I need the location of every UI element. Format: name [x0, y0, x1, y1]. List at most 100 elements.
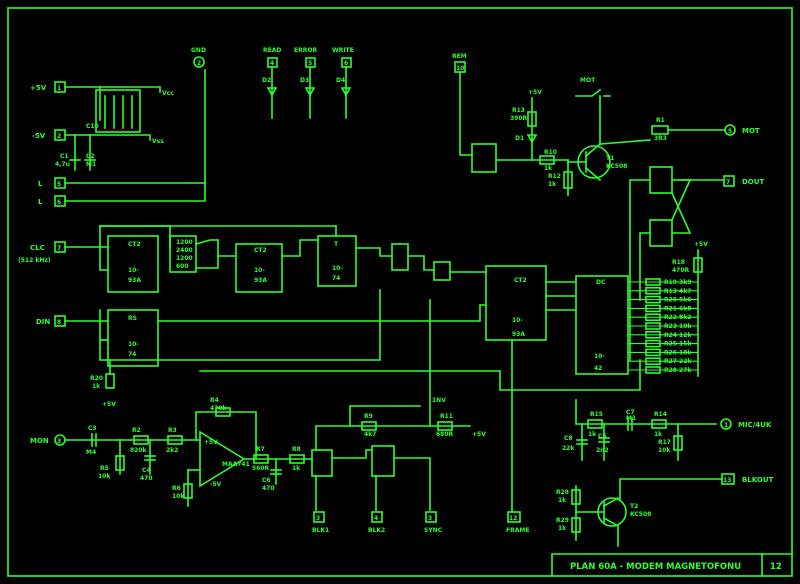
title-text: PLAN 60A - MODEM MAGNETOFONU — [570, 562, 741, 572]
ladder-resistor — [645, 313, 661, 322]
frame-border — [7, 7, 793, 577]
chip-rs-sub: 74 — [128, 351, 136, 358]
connector-mic — [720, 418, 732, 430]
ladder-resistor — [645, 348, 661, 357]
r14-label: R14 — [654, 411, 667, 418]
connector-m5v-label: -5V — [32, 132, 46, 140]
freq-600-label: 600 — [176, 263, 189, 270]
c1-value: 4,7u — [55, 161, 70, 168]
ladder-label: R28 27k — [664, 367, 692, 374]
connector-l1-label: L — [38, 180, 43, 188]
chip-ct2a-part: 10- — [128, 267, 139, 274]
r12-value: 1k — [548, 181, 557, 188]
p5v-din-label: +5V — [102, 401, 116, 408]
ladder-label: R21 6k8 — [664, 305, 691, 312]
chip-ct2a — [107, 235, 159, 293]
r3-label: R3 — [168, 427, 177, 434]
c2-value: M1 — [86, 161, 96, 168]
t1-label: T1 — [606, 155, 614, 162]
connector-blk2-num: 4 — [374, 515, 378, 522]
connector-gnd-num: 2 — [197, 60, 201, 67]
ladder-label: R25 15k — [664, 341, 692, 348]
connector-mon-num: 3 — [57, 438, 61, 445]
sheet-number: 12 — [770, 562, 782, 572]
connector-write-label: WRITE — [332, 47, 354, 54]
r9-value: 4k7 — [364, 431, 376, 438]
r7-value: 560R — [252, 465, 270, 472]
r3-value: 2k2 — [166, 447, 178, 454]
connector-blk2-label: BLK2 — [368, 527, 385, 534]
chip-rs-name: RS — [128, 315, 137, 322]
t2-value: KC508 — [630, 511, 651, 518]
din-section: 8 DIN RS 10- 74 R20 1k +5V — [36, 289, 641, 408]
r17-label: R17 — [658, 439, 671, 446]
connector-gnd-label: GND — [191, 47, 206, 54]
c1-label: C1 — [60, 153, 69, 160]
chip-ct2a-name: CT2 — [128, 241, 141, 248]
cap-bank-c10 — [95, 89, 141, 133]
ladder-label: R20 5k6 — [664, 297, 691, 304]
r1-label: R1 — [656, 117, 665, 124]
chip-ct2c-name: CT2 — [514, 277, 527, 284]
r10-value: 1k — [544, 165, 553, 172]
connector-mon-label: MON — [30, 437, 49, 445]
c4-value: 470 — [140, 475, 153, 482]
r13-label: R13 — [512, 107, 525, 114]
connector-write-num: 6 — [344, 60, 348, 67]
connector-mic-label: MIC/4UK — [738, 421, 772, 429]
title-block: PLAN 60A - MODEM MAGNETOFONU 12 — [551, 553, 793, 577]
chip-dc-name: DC — [596, 279, 606, 286]
connector-p5v-num: 1 — [57, 85, 61, 92]
d3-label: D3 — [300, 77, 309, 84]
r28-value: 1k — [558, 497, 567, 504]
connector-frame-num: 12 — [509, 515, 517, 522]
connector-rem-num: 10 — [456, 65, 464, 72]
chip-t-part: 10- — [332, 265, 343, 272]
chip-ct2b-sub: 93A — [254, 277, 267, 284]
chip-rs-part: 10- — [128, 341, 139, 348]
m5v-opamp-label: -5V — [210, 481, 222, 488]
r8-label: R8 — [292, 446, 301, 453]
r28-label: R28 — [556, 489, 569, 496]
r18-label: R18 — [672, 259, 685, 266]
c3-value: M4 — [86, 449, 96, 456]
r8-value: 1k — [292, 465, 301, 472]
ladder-label: R22 8k2 — [664, 314, 691, 321]
ladder-resistor — [645, 278, 661, 286]
ladder-label: R19 3k9 — [664, 279, 691, 286]
c3-label: C3 — [88, 425, 97, 432]
connector-clc-num: 7 — [57, 245, 61, 252]
c5-label: C5 — [598, 433, 607, 440]
chip-ct2c-part: 10- — [512, 317, 523, 324]
c10-label: C10 — [86, 123, 99, 130]
gate-blk2 — [371, 445, 395, 477]
r11-label: R11 — [440, 413, 453, 420]
r2-value: 820k — [130, 447, 148, 454]
r6-value: 10k — [172, 493, 185, 500]
vcc-label: Vcc — [162, 90, 174, 97]
r29-label: R29 — [556, 517, 569, 524]
connector-din-num: 8 — [57, 319, 61, 326]
connector-blkout-label: BLKOUT — [742, 476, 774, 484]
c6-value: 470 — [262, 485, 275, 492]
t2-label: T2 — [630, 503, 638, 510]
connector-mot-num: 5 — [728, 128, 732, 135]
connector-read-label: READ — [263, 47, 281, 54]
chip-t-sub: 74 — [332, 275, 340, 282]
r4-value: 470k — [210, 405, 228, 412]
connector-l1-num: 5 — [57, 181, 61, 188]
ladder-label: R23 10k — [664, 323, 692, 330]
mic-section: R15 1k C7 M1 R14 1k R17 10k C8 22k C5 2n… — [556, 399, 774, 547]
connector-rem-label: REM — [452, 53, 467, 60]
r29-value: 1k — [558, 525, 567, 532]
r13-value: 390R — [510, 115, 528, 122]
connector-read-num: 4 — [270, 60, 274, 67]
r20-label: R20 — [90, 375, 103, 382]
p5v-ladder-label: +5V — [694, 241, 708, 248]
ladder-resistor — [645, 357, 661, 366]
rem-gate — [471, 143, 497, 173]
vss-label: Vss — [152, 138, 164, 145]
chip-ct2c-sub: 93A — [512, 331, 525, 338]
mon-section: 3 MON C3 M4 R5 10k R2 820k C4 470 R3 2k2… — [30, 299, 529, 534]
